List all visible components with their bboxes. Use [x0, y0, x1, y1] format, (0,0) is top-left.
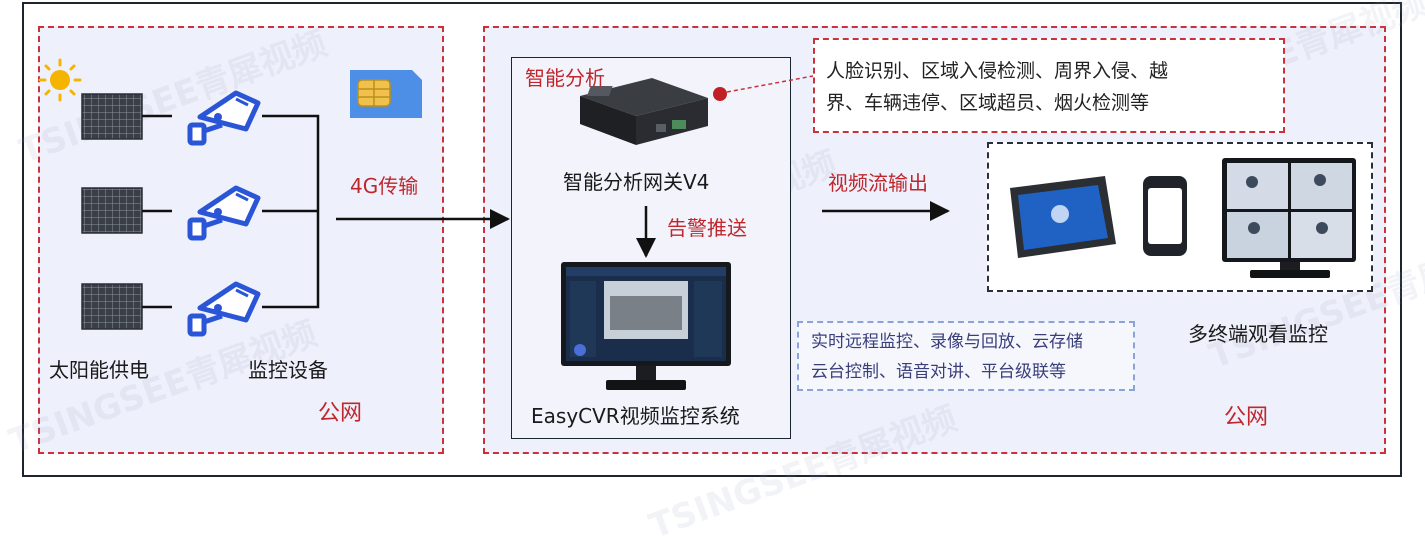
monitor-quad-view-icon — [1222, 158, 1356, 278]
solar-panel-icon — [81, 187, 143, 234]
transport-4g-label: 4G传输 — [350, 174, 419, 198]
sim-card-icon — [350, 70, 422, 118]
sun-icon — [38, 58, 82, 102]
platform-funcs-line: 云台控制、语音对讲、平台级联等 — [811, 362, 1066, 382]
easycvr-system-label: EasyCVR视频监控系统 — [531, 404, 740, 428]
public-network-label-left: 公网 — [318, 401, 363, 426]
camera-icon — [190, 188, 258, 238]
camera-icon — [190, 93, 258, 143]
solar-power-label: 太阳能供电 — [49, 358, 149, 382]
multi-terminal-label: 多终端观看监控 — [1188, 322, 1328, 346]
alarm-push-label: 告警推送 — [667, 216, 747, 240]
public-network-label-right: 公网 — [1224, 405, 1269, 430]
camera-icon — [190, 284, 258, 334]
smart-analysis-title: 智能分析 — [525, 66, 605, 90]
monitoring-devices-label: 监控设备 — [248, 358, 328, 382]
ai-features-text: 人脸识别、区域入侵检测、周界入侵、越 界、车辆违停、区域超员、烟火检测等 — [826, 55, 1276, 119]
gateway-device-label: 智能分析网关V4 — [563, 170, 710, 194]
ai-features-line: 界、车辆违停、区域超员、烟火检测等 — [826, 92, 1150, 114]
solar-panel-icon — [81, 283, 143, 330]
connector-dot — [713, 87, 727, 101]
ai-features-line: 人脸识别、区域入侵检测、周界入侵、越 — [826, 60, 1169, 82]
features-box — [813, 38, 1285, 133]
platform-funcs-text: 实时远程监控、录像与回放、云存储 云台控制、语音对讲、平台级联等 — [811, 327, 1083, 387]
solar-panel-icon — [81, 93, 143, 140]
phone-icon — [1143, 176, 1187, 256]
platform-funcs-line: 实时远程监控、录像与回放、云存储 — [811, 332, 1083, 352]
video-stream-output-label: 视频流输出 — [828, 171, 928, 195]
monitor-easycvr-icon — [561, 262, 731, 390]
gateway-device-icon — [580, 78, 708, 145]
platform-funcs-box — [797, 321, 1135, 391]
tablet-icon — [1010, 176, 1116, 258]
diagram-graphics — [38, 58, 1356, 390]
